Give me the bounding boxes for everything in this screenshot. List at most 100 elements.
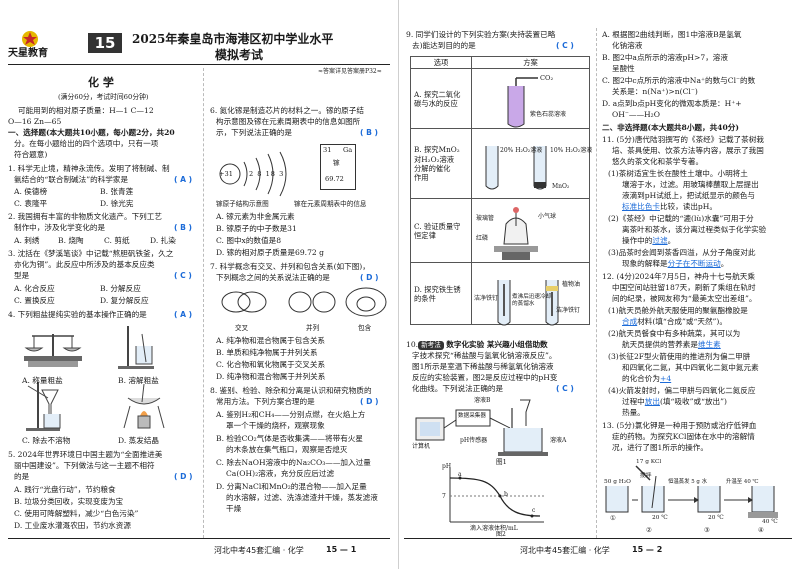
q9-label-oil: 植物油: [562, 281, 581, 288]
right-column-separator: [596, 28, 597, 538]
left-footer-text: 河北中考45套汇编 · 化学: [214, 546, 304, 555]
q2-option-d: D. 扎染: [150, 236, 176, 245]
q6-option-b: B. 镓原子的中子数是31: [216, 224, 297, 233]
q13-label-40c: 40 ℃: [762, 519, 778, 525]
q5-answer: ( D ): [174, 472, 193, 481]
answer-reference: ≈答案详见答案册P32≈: [318, 68, 382, 75]
q12-part4-4: 热量。: [622, 408, 645, 417]
q13-label-20c-b: 20 ℃: [708, 515, 724, 521]
q5-option-c: C. 使用可降解塑料，减少“白色污染”: [14, 509, 139, 518]
q12-stem-3: 中国空间站驻留187天，刷新了乘组在轨时: [612, 283, 756, 292]
q9-b-apparatus: [485, 146, 547, 190]
q11-part3-2: 现象的解释是分子在不断运动。: [622, 259, 729, 268]
q6-atomic-mass: 69.72: [325, 175, 344, 183]
q10-option-d-2: OH⁻——H₂O: [612, 110, 660, 119]
q10-fig1-apparatus: [415, 399, 548, 456]
atomic-masses-line2: O—16 Zn—65: [8, 117, 62, 126]
q5-option-b: B. 垃圾分类回收，实现变废为宝: [14, 497, 124, 506]
q10-option-a-2: 化钠溶液: [612, 41, 643, 50]
q13-stem-3: 况，进行了图1所示的操作。: [612, 443, 708, 452]
q11-part1-2: 壤溶于水，过滤。用玻璃棒蘸取上层提出: [622, 180, 759, 189]
q3-option-c: C. 置换反应: [14, 296, 55, 305]
q10-point-c: c: [532, 507, 536, 514]
q4-apparatus-figure: [24, 326, 165, 431]
q12-part4-1: (4)火箭发射时，偏二甲肼与四氧化二氮反应: [608, 386, 756, 395]
q6-option-c: C. 图中x的数值是8: [216, 236, 282, 245]
right-footer-rule: [404, 538, 792, 539]
q9-header-option: 选项: [410, 55, 472, 70]
q6-electron-shells: 2 8 18 3: [249, 170, 285, 178]
q9-row-c-label: C. 验证质量守恒定律: [410, 198, 472, 264]
q10-axis-x-label: 滴入溶液体积/mL: [470, 525, 518, 532]
q12-part3-2: 和四氧化二氮，其中四氧化二氮中氮元素: [622, 363, 759, 372]
q10-option-d-1: D. a点到b点pH变化的微观本质是：H⁺+: [602, 99, 742, 108]
q9-stem-1: 9. 同学们设计的下列实验方案(夹持装置已略: [406, 30, 556, 39]
q9-a-apparatus: [507, 77, 538, 128]
q12-part2-2: 航天员提供的营养素是维生素: [622, 340, 721, 349]
q11-part2-1: (2)《茶经》中记载的“漉(lù)水囊”可用于分: [608, 214, 754, 223]
q7-caption-parallel: 并列: [306, 324, 320, 332]
q4-option-b: B. 溶解粗盐: [118, 376, 159, 385]
q11-stem-2: 培、茶具使用、饮茶方法等内容，展示了我国: [612, 146, 764, 155]
atomic-masses-line1: 可能用到的相对原子质量：H—1 C—12: [18, 106, 154, 115]
q10-fig1-caption: 图1: [496, 458, 507, 466]
q5-option-d: D. 工业废水灌溉农田，节约水资源: [14, 521, 131, 530]
q3-answer: ( C ): [174, 271, 192, 280]
q8-option-d-2: 的水溶解，过滤、洗涤滤渣并干燥，蒸发滤液: [226, 493, 378, 502]
q6-periodic-cell: 31 Ga 镓 69.72: [320, 144, 356, 190]
q13-label-heat: 升温至 40 ℃: [726, 479, 759, 485]
q10-label-solution-a: 溶液A: [550, 437, 567, 444]
q11-part1-answer: 标准比色卡: [622, 202, 660, 211]
right-footer-page: 15 — 2: [632, 545, 663, 554]
q2-option-a: A. 刺绣: [14, 236, 40, 245]
q13-label-stir: 搅拌: [640, 473, 652, 479]
q12-part2-1: (2)航天员餐食中有多种蔬菜，其可以为: [608, 329, 741, 338]
q4-option-d: D. 蒸发结晶: [118, 436, 160, 445]
q1-option-d: D. 徐光宪: [100, 199, 134, 208]
q10-label-collector: 数据采集器: [458, 413, 486, 419]
q11-part2-3: 操作中的过滤。: [622, 236, 676, 245]
q6-element-symbol: Ga: [343, 146, 353, 154]
q12-stem-4: 间的纪录，被网友称为“最美太空出差组”。: [612, 294, 757, 303]
q9-label-h2o2-10: 10% H₂O₂溶液: [550, 147, 593, 154]
q6-stem-1: 6. 氮化镓是制造芯片的材料之一。镓的原子结: [210, 106, 364, 115]
q10-label-sensor: pH传感器: [460, 437, 488, 444]
publisher-logo: 天星教育: [8, 30, 82, 60]
q5-option-a: A. 践行“光盘行动”，节约粮食: [14, 485, 116, 494]
q12-part1-answer: 合成: [622, 317, 638, 326]
q7-option-b: B. 单质和纯净物属于并列关系: [216, 348, 318, 357]
left-column-separator: [203, 68, 204, 538]
q13-step-1: ①: [610, 514, 616, 522]
q10-new-method-tag: 新考法: [418, 341, 444, 350]
q4-answer: ( A ): [174, 310, 193, 319]
q12-part2-answer: 维生素: [697, 340, 721, 349]
q13-stem-1: 13. (5分)氯化钾是一种用于预防或治疗低钾血: [602, 421, 757, 430]
q9-label-glass-tube: 玻璃管: [476, 215, 495, 222]
q8-option-c-1: C. 除去NaOH溶液中的Na₂CO₃——加入过量: [216, 458, 371, 467]
q12-part3-1: (3)长征2F型火箭使用的推进剂为偏二甲肼: [608, 352, 751, 361]
q13-label-evaporate: 恒温蒸发 5 g 水: [668, 479, 707, 485]
q10-stem-4: 反应的实验装置，图2是反应过程中的pH变: [412, 373, 558, 382]
q11-stem-1: 11. (5分)唐代陆羽撰写的《茶经》记载了茶树栽: [602, 135, 764, 144]
page-title-line1: 2025年秦皇岛市海港区初中学业水平: [132, 32, 334, 46]
q6-caption-left: 镓原子结构示意图: [216, 200, 269, 208]
q11-part3-1: (3)品茶时会闻到茶香四溢，从分子角度对此: [608, 248, 756, 257]
page-number-badge: 15: [88, 33, 122, 53]
q10-answer: ( C ): [556, 384, 574, 393]
q1-option-a: A. 侯德榜: [14, 187, 48, 196]
q13-dissolution-figure: [605, 465, 778, 518]
q7-relationship-diagram: [221, 287, 387, 317]
q7-answer: ( D ): [360, 273, 379, 282]
q10-point-a: a: [458, 471, 462, 478]
q10-stem-5: 化曲线。下列说法正确的是: [412, 384, 504, 393]
q9-label-litmus: 紫色石蕊溶液: [530, 111, 567, 118]
q12-stem-1: 12. (4分)2024年7月5日，神舟十七号航天乘: [602, 272, 755, 281]
q9-row-a-label: A. 探究二氧化碳与水的反应: [410, 68, 472, 130]
q1-stem-1: 1. 科学无止境，精神永流传。发明了将制碱、制: [8, 164, 170, 173]
section1-heading-2: 分。在每小题给出的四个选项中，只有一项: [14, 139, 159, 148]
q10-label-computer: 计算机: [412, 443, 431, 450]
q9-row-d-plan: [471, 262, 590, 326]
q8-option-c-2: Ca(OH)₂溶液，充分反应后过滤: [226, 469, 335, 478]
q2-option-b: B. 烧陶: [58, 236, 84, 245]
q10-axis-y-label: pH: [442, 463, 452, 470]
